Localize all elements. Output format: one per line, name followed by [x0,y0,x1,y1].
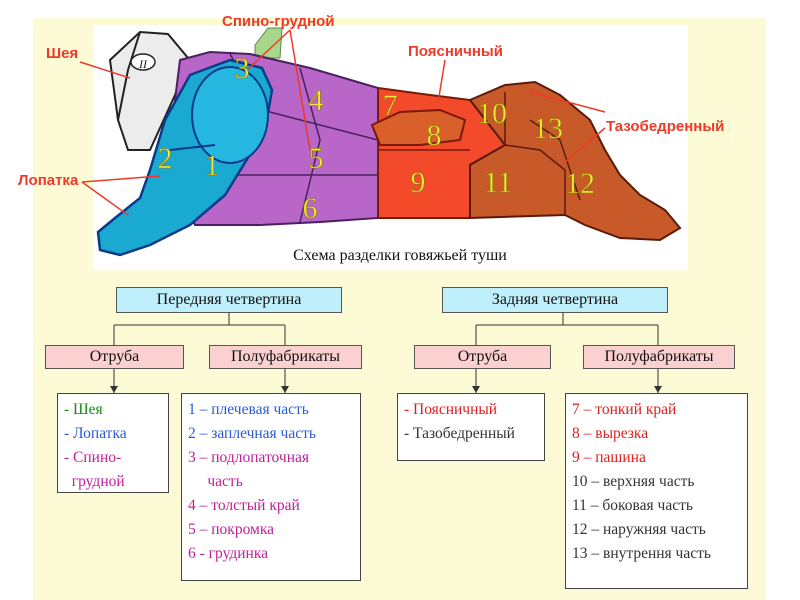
list-item: - Поясничный [404,401,498,418]
list-item: 13 – внутрення часть [572,545,711,562]
tenderloin-cut [370,108,467,146]
list-item: 4 – толстый край [188,497,300,514]
front-cuts-box: Отруба [45,345,184,369]
list-item: грудной [64,473,125,490]
hip-cut [468,80,682,242]
callout-back-chest: Спино-грудной [222,13,335,30]
cut-number-1: 1 [205,149,220,182]
list-item: 9 – пашина [572,449,646,466]
rear-semi-list: 7 – тонкий край 8 – вырезка 9 – пашина 10 –… [565,393,748,589]
rear-cuts-box: Отруба [414,345,551,369]
list-item: 6 - грудинка [188,545,268,562]
list-item: часть [188,473,243,490]
front-semi-box: Полуфабрикаты [209,345,362,369]
cut-number-10: 10 [477,97,507,130]
list-item: - Тазобедренный [404,425,515,442]
rear-cuts-list: - Поясничный - Тазобедренный [397,393,545,461]
list-item: 5 – покромка [188,521,275,538]
cut-number-8: 8 [427,119,442,152]
callout-loin: Поясничный [408,43,503,60]
list-item: 8 – вырезка [572,425,649,442]
cut-number-12: 12 [565,167,595,200]
list-item: 10 – верхняя часть [572,473,695,490]
callout-shoulder: Лопатка [18,172,79,189]
list-item: 3 – подлопаточная [188,449,310,466]
list-item: 2 – заплечная часть [188,425,316,442]
cut-number-13: 13 [533,112,563,145]
front-quarter-box: Передняя четвертина [116,287,342,313]
list-item: 1 – плечевая часть [188,401,309,418]
rear-quarter-box: Задняя четвертина [442,287,668,313]
front-cuts-list: - Шея - Лопатка - Спино- грудной [57,393,169,493]
cut-number-5: 5 [309,142,324,175]
cut-number-2: 2 [158,142,173,175]
list-item: 7 – тонкий край [572,401,677,418]
callout-hip: Тазобедренный [606,118,725,135]
list-item: 11 – боковая часть [572,497,693,514]
list-item: - Лопатка [64,425,127,442]
top-fat-strip [254,27,283,59]
diagram-caption: Схема разделки говяжьей туши [293,247,507,264]
cut-number-4: 4 [309,84,324,117]
list-item: - Шея [64,401,103,418]
callout-neck: Шея [46,45,79,62]
cut-number-3: 3 [235,52,250,85]
list-item: 12 – наружняя часть [572,521,706,538]
neck-roman-label: II [138,57,148,71]
cut-number-7: 7 [383,89,398,122]
cut-number-11: 11 [484,166,513,199]
list-item: - Спино- [64,449,122,466]
cut-number-6: 6 [303,192,318,225]
front-semi-list: 1 – плечевая часть 2 – заплечная часть 3 –… [181,393,361,581]
rear-semi-box: Полуфабрикаты [583,345,735,369]
cut-number-9: 9 [411,166,426,199]
